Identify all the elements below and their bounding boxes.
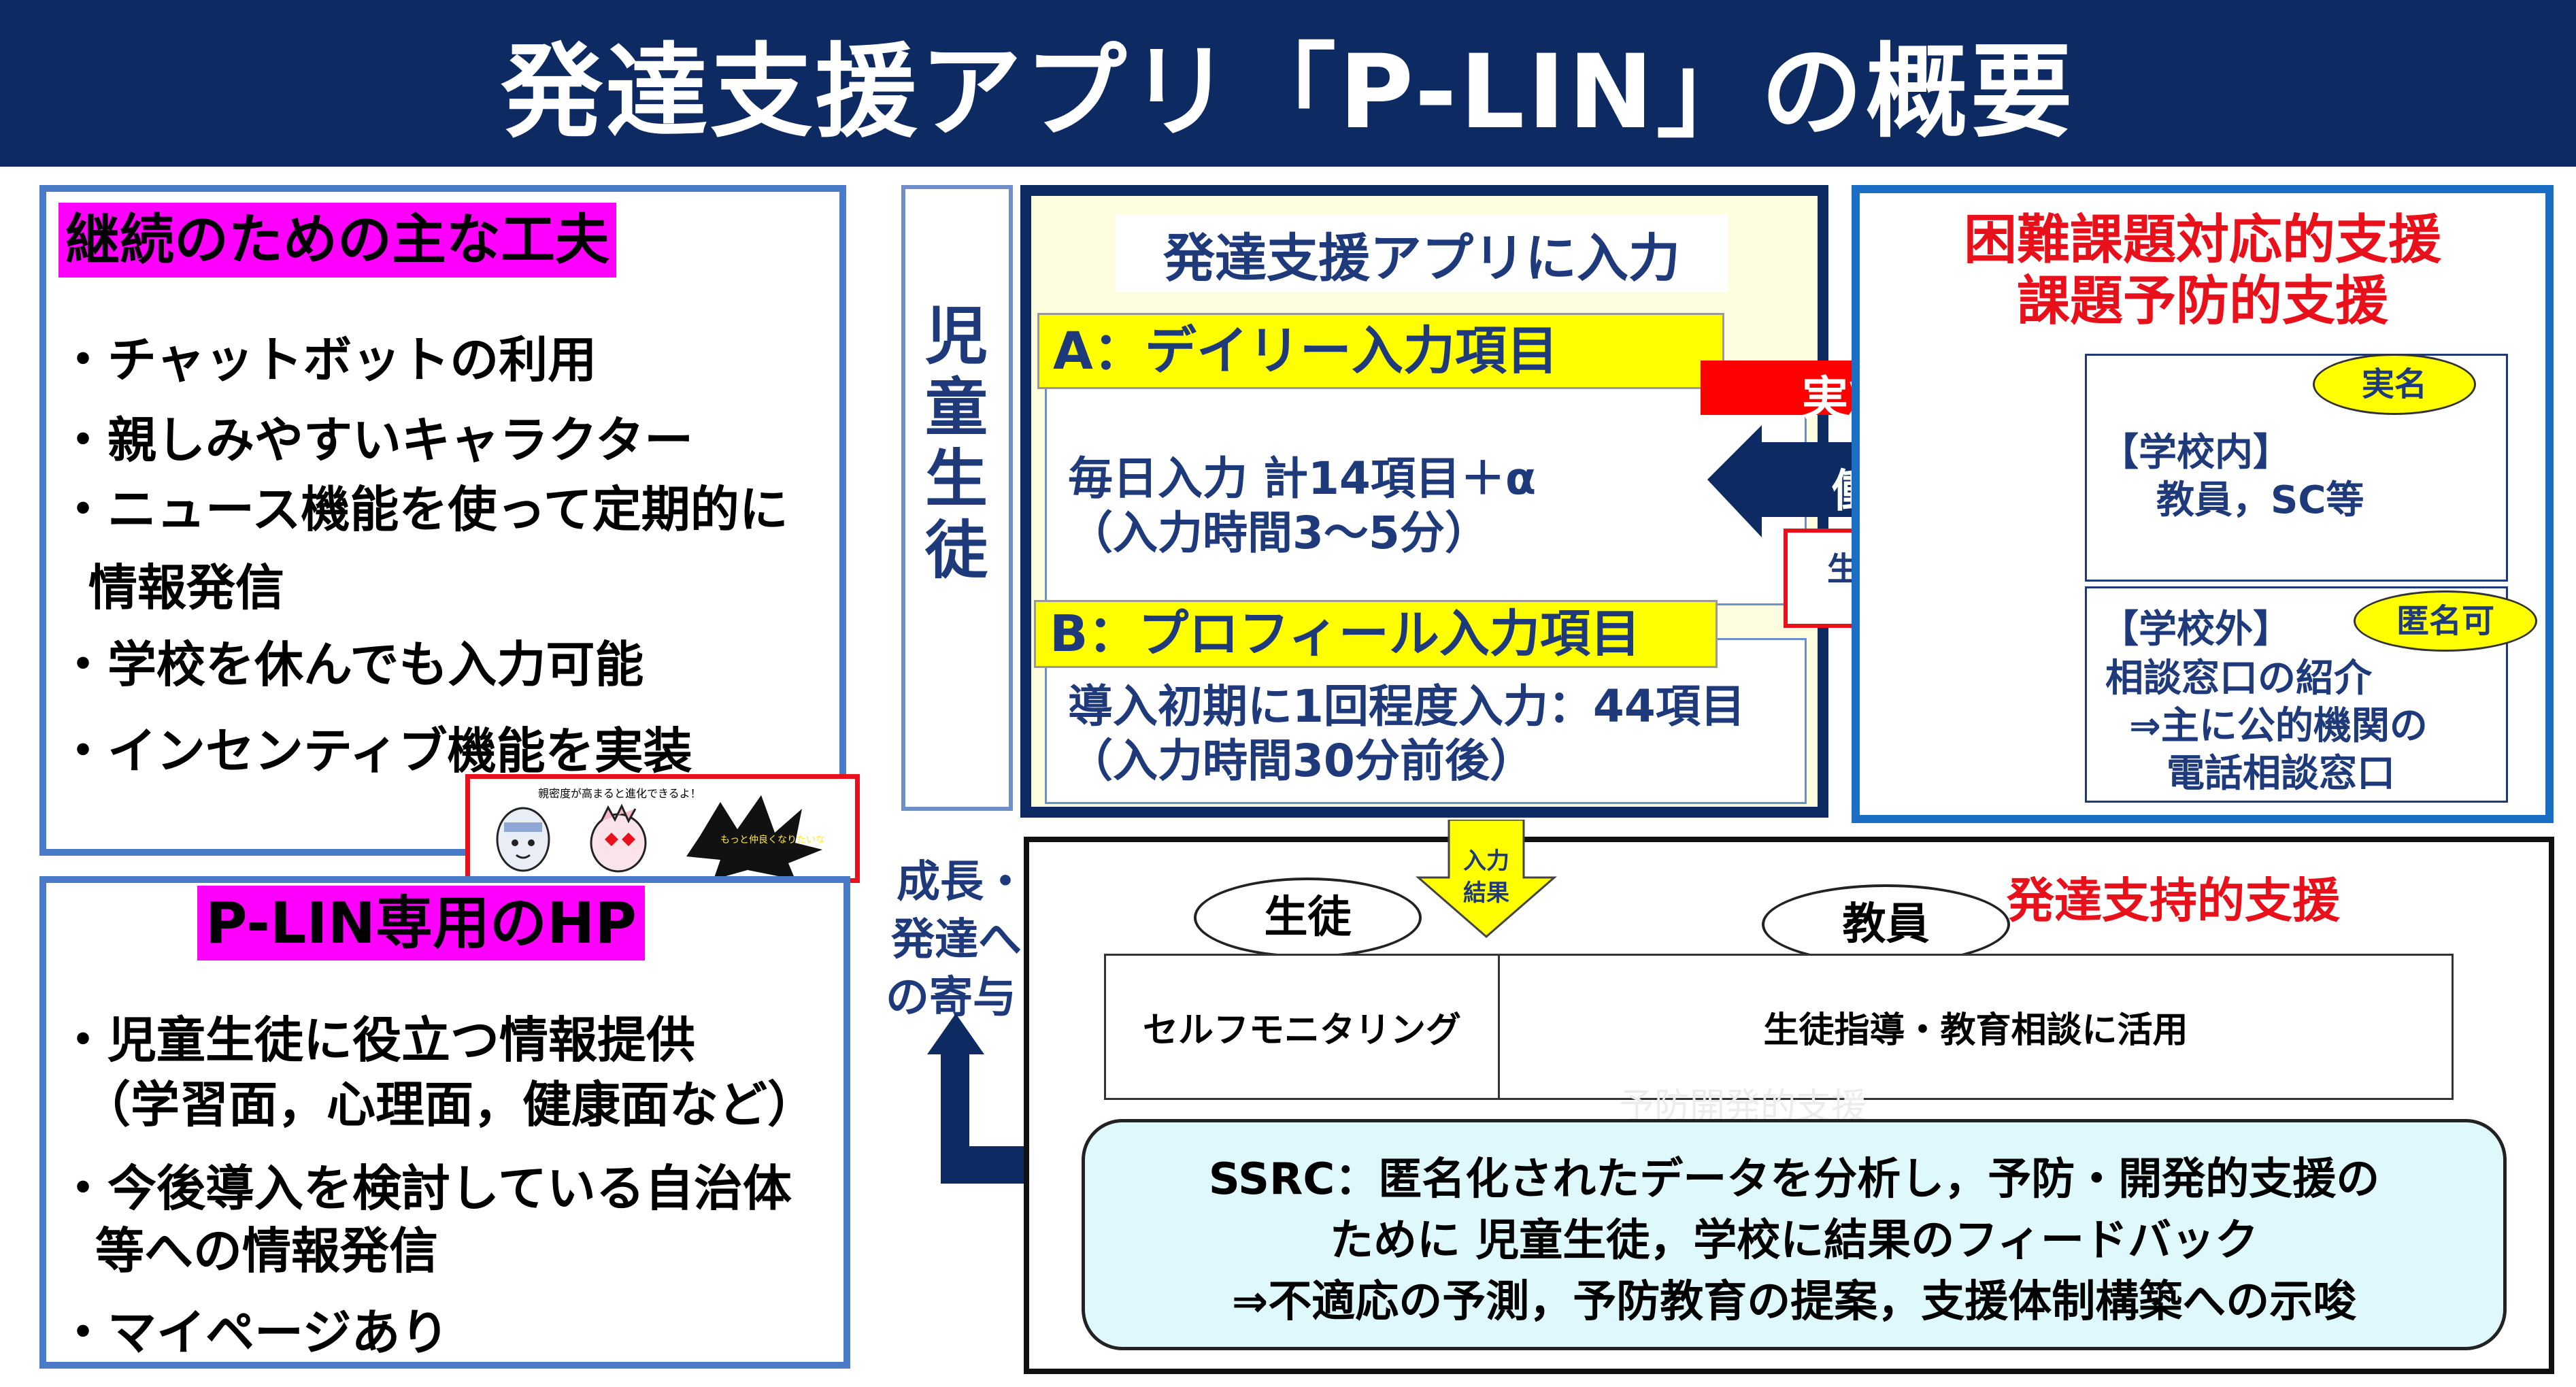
character-bubble-2: もっと仲良くなりたいな (720, 835, 825, 846)
school-outside-line2: 相談窓口の紹介 (2105, 648, 2372, 703)
bullet-info-cont: （学習面，心理面，健康面など） (82, 1065, 816, 1136)
bullet-municipality-cont: 等への情報発信 (95, 1211, 438, 1282)
growth-arrow (922, 1014, 1037, 1190)
input-result-label-1: 入力 (1449, 842, 1524, 875)
bullet-municipality: ・今後導入を検討している自治体 (58, 1148, 792, 1220)
bullet-incentive: ・インセンティブ機能を実装 (58, 711, 692, 782)
school-outside-line1: 【学校外】 (2101, 599, 2291, 654)
anonymous-badge: 匿名可 (2354, 590, 2537, 652)
ssrc-line-3: ⇒不適応の予測，予防教育の提案，支援体制構築への示唆 (1082, 1267, 2507, 1329)
bullet-chatbot: ・チャットボットの利用 (58, 320, 597, 391)
hp-heading: P-LIN専用のHP (197, 886, 645, 960)
character-image: 親密度が高まると進化できるよ！ もっと仲良くなりたいな (465, 774, 860, 883)
school-outside-line3: ⇒主に公的機関の (2129, 695, 2428, 750)
support-title-2: 課題予防的支援 (1852, 258, 2554, 335)
input-result-label-2: 結果 (1449, 874, 1524, 907)
school-outside-line4: 電話相談窓口 (2167, 743, 2395, 798)
continuation-ideas-heading: 継続のための主な工夫 (58, 203, 616, 278)
profile-line2: （入力時間30分前後） (1068, 724, 1535, 790)
teacher-oval: 教員 (1762, 884, 2010, 965)
bullet-news-cont: 情報発信 (88, 548, 284, 619)
bullet-mypage: ・マイページあり (58, 1292, 450, 1364)
daily-label: A：デイリー入力項目 (1037, 313, 1724, 389)
real-name-badge: 実名 (2313, 354, 2476, 415)
developmental-support-title: 発達支持的支援 (2007, 863, 2340, 931)
ssrc-line-1: SSRC：匿名化されたデータを分析し，予防・開発的支援の (1082, 1144, 2507, 1207)
student-char-4: 徒 (925, 500, 988, 590)
character-art: もっと仲良くなりたいな (475, 795, 856, 880)
school-inside-line2: 教員，SC等 (2156, 469, 2364, 524)
bullet-news: ・ニュース機能を使って定期的に (58, 469, 788, 541)
self-monitoring-label: セルフモニタリング (1104, 954, 1500, 1100)
bullet-absence: ・学校を休んでも入力可能 (58, 624, 643, 696)
profile-label: B：プロフィール入力項目 (1034, 600, 1718, 668)
input-panel-heading: 発達支援アプリに入力 (1116, 214, 1728, 293)
school-inside-line1: 【学校内】 (2101, 422, 2291, 477)
page-title: 発達支援アプリ「P-LIN」の概要 (0, 0, 2576, 167)
bullet-character: ・親しみやすいキャラクター (58, 400, 693, 471)
daily-line2: （入力時間3～5分） (1068, 497, 1490, 562)
student-oval: 生徒 (1194, 878, 1422, 958)
ssrc-line-2: ために 児童生徒，学校に結果のフィードバック (1082, 1205, 2507, 1268)
growth-line-2: 発達へ (891, 905, 1022, 967)
growth-line-1: 成長・ (897, 847, 1027, 909)
bullet-info: ・児童生徒に役立つ情報提供 (58, 1000, 695, 1071)
